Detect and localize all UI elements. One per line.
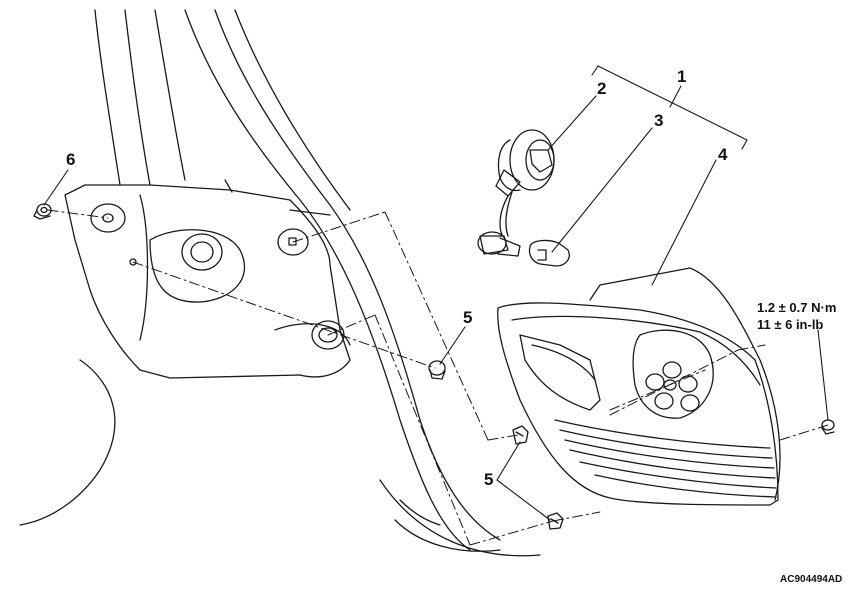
- lamp-mounting-bolt: [821, 419, 835, 435]
- callout-1: 1: [677, 67, 687, 86]
- callout-5-upper: 5: [463, 308, 473, 327]
- callout-3: 3: [654, 111, 664, 130]
- callout-6: 6: [66, 150, 76, 169]
- body-panel: [19, 9, 541, 557]
- leader-lines: [43, 65, 829, 521]
- screw-6: [33, 203, 52, 220]
- nut-5-lower: [547, 512, 564, 530]
- socket-and-harness-2: [477, 129, 555, 257]
- callout-5-lower: 5: [484, 470, 494, 489]
- nut-5-upper: [428, 360, 446, 380]
- figure-id: AC904494AD: [780, 574, 843, 585]
- torque-spec-imperial: 11 ± 6 in-lb: [757, 317, 824, 332]
- callout-4: 4: [718, 145, 728, 164]
- panel-holes: [90, 203, 345, 350]
- torque-spec-metric: 1.2 ± 0.7 N·m: [757, 300, 837, 315]
- alignment-lines: [47, 209, 829, 546]
- bulb-3: [528, 239, 570, 267]
- callout-2: 2: [597, 79, 607, 98]
- lamp-housing-4: [497, 267, 781, 506]
- nut-5-mid: [512, 425, 529, 445]
